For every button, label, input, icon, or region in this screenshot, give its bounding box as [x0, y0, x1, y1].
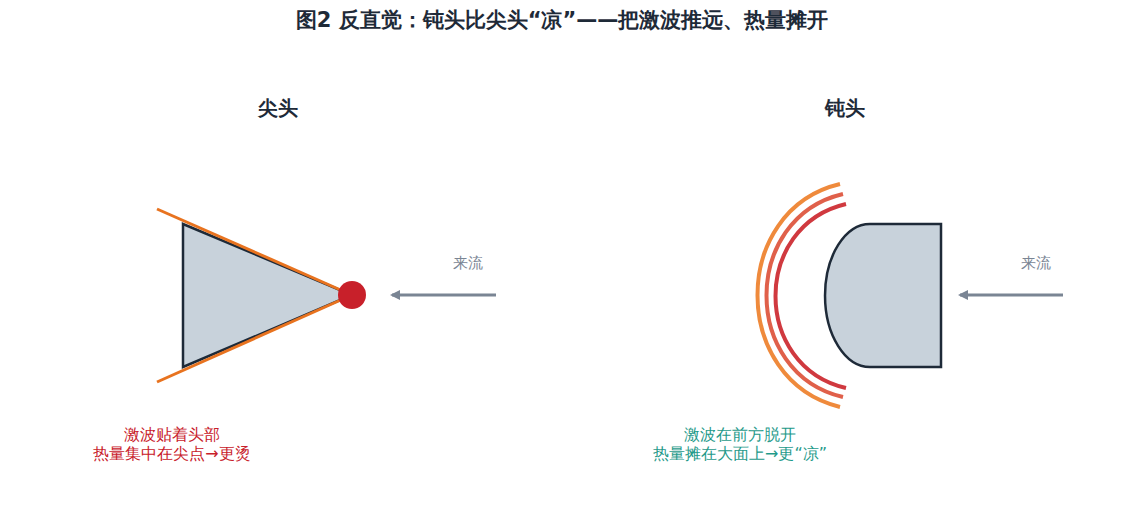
section-heading: 钝头	[825, 96, 865, 120]
note-text: 激波在前方脱开	[684, 425, 796, 444]
flow-label: 来流	[453, 254, 483, 272]
flow-arrow	[960, 294, 1063, 297]
flow-label: 来流	[1021, 254, 1051, 272]
section-heading: 尖头	[258, 96, 298, 120]
flow-arrow	[392, 294, 496, 297]
note-text: 激波贴着头部	[124, 425, 220, 444]
pointed-body	[157, 209, 366, 382]
blunt-body	[758, 184, 942, 407]
note-text: 热量集中在尖点→更烫	[93, 444, 250, 463]
figure-title: 图2 反直觉：钝头比尖头“凉”——把激波推远、热量摊开	[296, 8, 829, 33]
note-text: 热量摊在大面上→更“凉”	[653, 444, 827, 463]
